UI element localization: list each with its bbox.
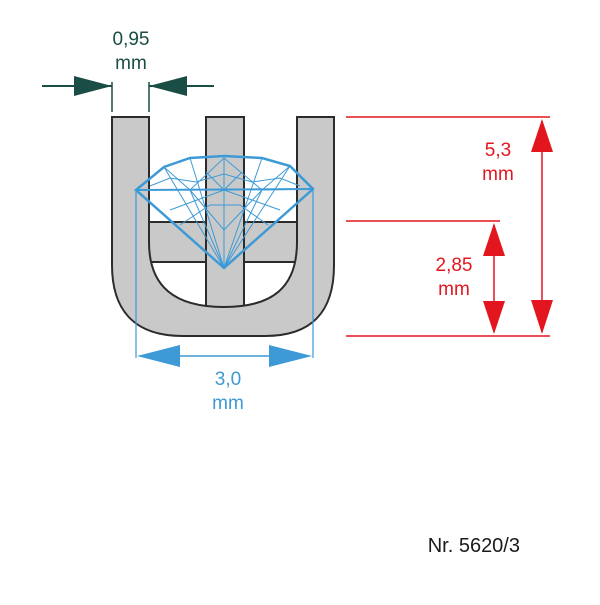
u-setting-body bbox=[111, 116, 335, 337]
seat-height-label: 2,85 mm bbox=[421, 254, 487, 302]
height-dimensions bbox=[346, 116, 553, 337]
arrow-right-icon bbox=[74, 76, 112, 96]
arrow-left-icon bbox=[137, 345, 180, 367]
prong-width-value: 0,95 bbox=[112, 29, 150, 50]
seat-height-unit: mm bbox=[438, 279, 470, 300]
stone-diameter-unit: mm bbox=[212, 393, 244, 414]
seat-height-value: 2,85 bbox=[435, 255, 473, 276]
arrow-up-icon bbox=[483, 223, 505, 256]
arrow-up-icon bbox=[531, 119, 553, 152]
prong-width-label: 0,95 mm bbox=[101, 28, 161, 76]
stone-diameter-label: 3,0 mm bbox=[195, 368, 261, 416]
rear-prong bbox=[205, 116, 245, 308]
diamond-outline bbox=[134, 154, 315, 270]
total-height-value: 5,3 bbox=[484, 140, 512, 161]
stone-diameter-value: 3,0 bbox=[214, 369, 242, 390]
arrow-down-icon bbox=[531, 300, 553, 334]
arrow-left-icon bbox=[149, 76, 187, 96]
arrow-right-icon bbox=[269, 345, 312, 367]
prong-width-unit: mm bbox=[115, 53, 147, 74]
prong-width-dimension bbox=[42, 76, 214, 112]
total-height-unit: mm bbox=[482, 164, 514, 185]
total-height-label: 5,3 mm bbox=[465, 139, 531, 187]
article-number: Nr. 5620/3 bbox=[427, 535, 520, 557]
arrow-down-icon bbox=[483, 301, 505, 334]
stone-diameter-dimension bbox=[135, 190, 314, 367]
